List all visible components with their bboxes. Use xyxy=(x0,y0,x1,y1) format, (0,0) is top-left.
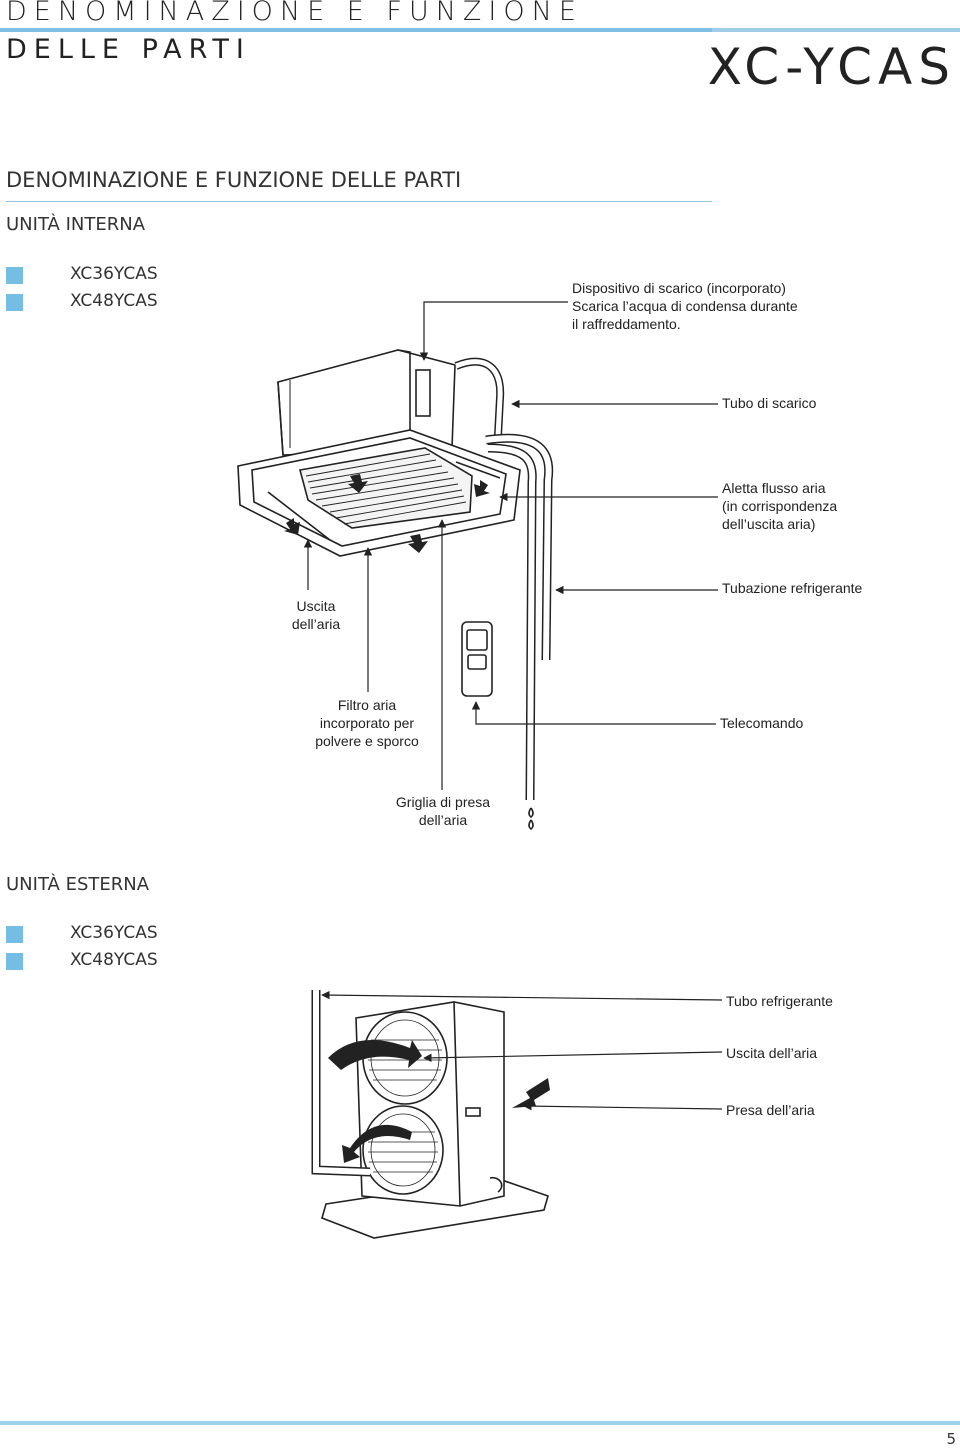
outdoor-model-2: XC48YCAS xyxy=(70,950,158,970)
label-louver-line1: Aletta flusso aria xyxy=(722,480,826,496)
label-air-outlet-outdoor: Uscita dell’aria xyxy=(726,1045,818,1061)
footer-accent-bar xyxy=(0,1421,960,1425)
label-intake-grille-line2: dell’aria xyxy=(418,812,468,828)
label-air-outlet-line1: Uscita xyxy=(296,598,336,614)
label-refrigerant-piping: Tubazione refrigerante xyxy=(722,580,863,596)
section-title: DENOMINAZIONE E FUNZIONE DELLE PARTI xyxy=(6,168,462,192)
bullet-square-icon xyxy=(6,953,23,970)
header-title-line2: DELLE PARTI xyxy=(6,34,251,65)
label-drain-device: Dispositivo di scarico (incorporato) Sca… xyxy=(572,279,798,333)
label-air-outlet-line2: dell’aria xyxy=(291,616,341,632)
label-intake-grille-line1: Griglia di presa xyxy=(395,794,491,810)
label-air-intake: Presa dell’aria xyxy=(726,1102,815,1118)
model-code: XC-YCAS xyxy=(707,38,956,96)
outdoor-model-1: XC36YCAS xyxy=(70,923,158,943)
label-drain-device-line2: Scarica l’acqua di condensa durante xyxy=(572,298,798,314)
label-refrigerant-pipe: Tubo refrigerante xyxy=(726,993,833,1009)
label-drain-device-line3: il raffreddamento. xyxy=(572,316,681,332)
label-air-filter-line2: incorporato per xyxy=(319,715,415,731)
label-air-outlet-indoor: Uscita dell’aria xyxy=(278,597,354,633)
label-air-filter-line3: polvere e sporco xyxy=(315,733,419,749)
indoor-model-1: XC36YCAS xyxy=(70,264,158,284)
label-louver-line2: (in corrispondenza xyxy=(722,498,838,514)
header-accent-bar xyxy=(0,28,712,32)
label-air-filter: Filtro aria incorporato per polvere e sp… xyxy=(306,696,428,750)
header-title-line1: DENOMINAZIONE E FUNZIONE xyxy=(6,0,583,27)
label-remote: Telecomando xyxy=(720,715,804,731)
indoor-model-2: XC48YCAS xyxy=(70,291,158,311)
section-rule xyxy=(6,201,712,202)
header-accent-bar-right xyxy=(712,28,960,32)
label-drain-device-line1: Dispositivo di scarico (incorporato) xyxy=(572,280,786,296)
label-drain-pipe: Tubo di scarico xyxy=(722,395,817,411)
bullet-square-icon xyxy=(6,267,23,284)
page-number: 5 xyxy=(946,1430,956,1448)
label-louver-line3: dell’uscita aria) xyxy=(722,516,816,532)
label-louver: Aletta flusso aria (in corrispondenza de… xyxy=(722,479,837,533)
bullet-square-icon xyxy=(6,926,23,943)
outdoor-heading: UNITÀ ESTERNA xyxy=(6,874,150,895)
indoor-heading: UNITÀ INTERNA xyxy=(6,214,146,235)
label-air-filter-line1: Filtro aria xyxy=(337,697,397,713)
bullet-square-icon xyxy=(6,294,23,311)
label-intake-grille: Griglia di presa dell’aria xyxy=(388,793,498,829)
